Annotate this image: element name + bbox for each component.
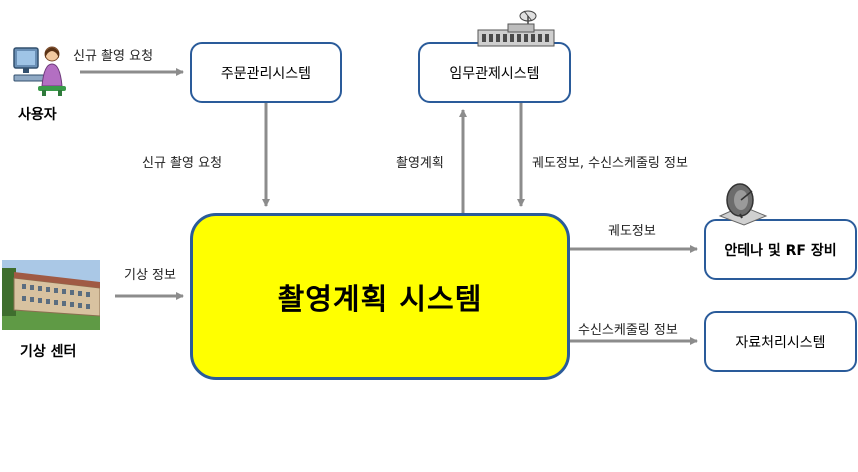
flow-label-user-to-order: 신규 촬영 요청 — [73, 49, 154, 64]
weather-center-label: 기상 센터 — [20, 344, 77, 360]
main-system-box: 촬영계획 시스템 — [190, 213, 570, 380]
flow-label-weather-to-main: 기상 정보 — [124, 268, 176, 283]
mission-control-box: 임무관제시스템 — [418, 42, 571, 103]
mission-building-icon — [477, 10, 555, 47]
user-label: 사용자 — [18, 107, 57, 123]
user-computer-icon — [13, 46, 66, 96]
antenna-label: 안테나 및 RF 장비 — [724, 242, 837, 259]
main-system-label: 촬영계획 시스템 — [277, 281, 483, 316]
flow-label-order-to-main: 신규 촬영 요청 — [142, 156, 223, 171]
flow-label-main-to-dataproc: 수신스케줄링 정보 — [578, 323, 678, 338]
building-icon — [2, 260, 100, 330]
mission-control-label: 임무관제시스템 — [449, 65, 540, 82]
data-processing-box: 자료처리시스템 — [704, 311, 857, 372]
order-management-label: 주문관리시스템 — [220, 65, 312, 82]
order-management-box: 주문관리시스템 — [190, 42, 342, 103]
data-processing-label: 자료처리시스템 — [735, 334, 826, 351]
flow-label-mission-to-main: 궤도정보, 수신스케줄링 정보 — [532, 156, 688, 171]
antenna-box: 안테나 및 RF 장비 — [704, 219, 857, 280]
flow-label-main-to-mission: 촬영계획 — [396, 156, 444, 171]
flow-label-main-to-antenna: 궤도정보 — [608, 224, 656, 239]
satellite-dish-icon — [718, 183, 768, 226]
